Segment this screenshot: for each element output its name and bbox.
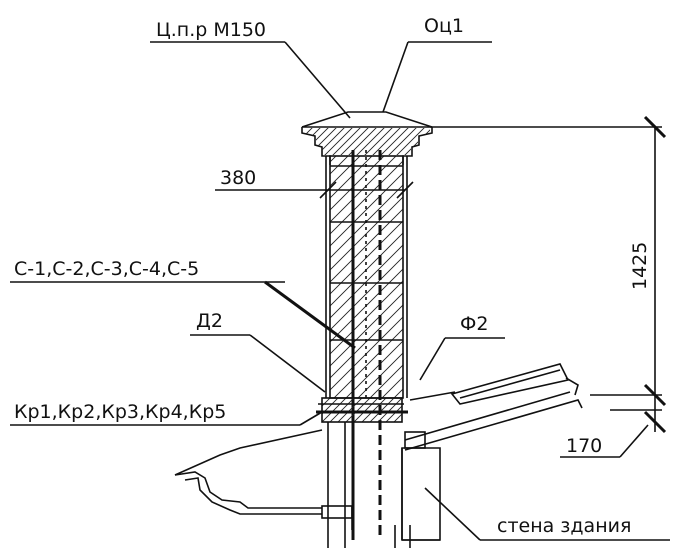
label-brick: Ц.п.р М150 (156, 19, 266, 41)
gutter-left (174, 429, 353, 530)
leaders (10, 41, 670, 541)
pillar-shaft (325, 150, 408, 540)
dimension-1425 (430, 115, 667, 434)
label-cap: Оц1 (424, 15, 464, 37)
wall (394, 431, 441, 548)
label-dim-1425: 1425 (629, 242, 651, 290)
label-dim-170: 170 (566, 435, 602, 457)
label-wall: стена здания (497, 515, 631, 537)
label-f2: Ф2 (460, 313, 488, 335)
label-dim-380: 380 (220, 167, 256, 189)
label-columns: С-1,С-2,С-3,С-4,С-5 (14, 258, 199, 280)
roof-right (404, 363, 583, 451)
pillar-cap (301, 111, 433, 165)
label-kr: Кр1,Кр2,Кр3,Кр4,Кр5 (14, 401, 226, 423)
label-d2: Д2 (196, 310, 223, 332)
pillar-base (316, 397, 408, 548)
